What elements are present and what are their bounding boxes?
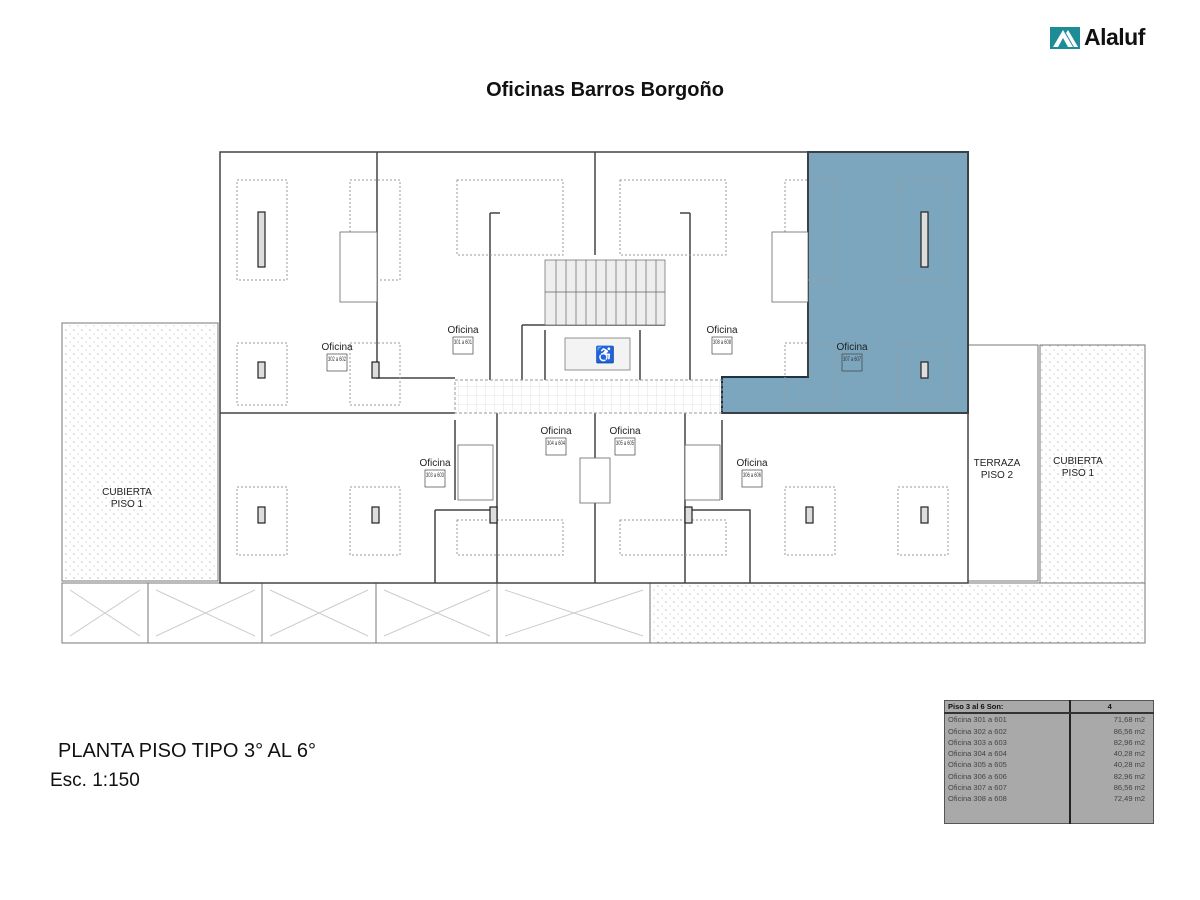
- spacer-cell: [945, 805, 1071, 824]
- row-value: 82,96 m2: [1069, 737, 1154, 749]
- accessibility-icon: ♿: [595, 345, 615, 364]
- office-code: 301 a 601: [454, 339, 472, 346]
- office-name: Oficina: [447, 325, 479, 336]
- logo-mark-icon: [1050, 26, 1080, 49]
- cubierta-right-area: [1039, 344, 1146, 584]
- cubierta-right-label: CUBIERTA: [1053, 456, 1103, 467]
- office-305-label[interactable]: Oficina 305 a 605: [609, 426, 641, 456]
- office-code: 302 a 602: [328, 356, 346, 363]
- header-label: Piso 3 al 6 Son:: [944, 700, 1071, 715]
- row-value: 72,49 m2: [1069, 793, 1154, 805]
- cubierta-left-label-2: PISO 1: [111, 499, 144, 510]
- office-307-label[interactable]: Oficina 307 a 607: [836, 342, 868, 372]
- area-table-row: Oficina 305 a 605 40,28 m2: [945, 759, 1154, 771]
- office-code: 305 a 605: [616, 440, 634, 447]
- office-code-box: [711, 336, 733, 355]
- brand-name: Alaluf: [1084, 24, 1145, 50]
- terraza-area: [967, 344, 1039, 582]
- office-302-label[interactable]: Oficina 302 a 602: [321, 342, 353, 372]
- corridor: [454, 379, 723, 414]
- row-value: 86,56 m2: [1069, 782, 1154, 794]
- row-label: Oficina 302 a 602: [948, 726, 1007, 736]
- bathrooms: [339, 231, 809, 504]
- office-name: Oficina: [836, 342, 868, 353]
- row-label: Oficina 303 a 603: [948, 737, 1007, 747]
- area-table-row: Oficina 307 a 607 86,56 m2: [945, 782, 1154, 794]
- office-307-highlight[interactable]: [721, 151, 969, 414]
- row-value: 71,68 m2: [1069, 713, 1154, 726]
- row-label: Oficina 304 a 604: [948, 749, 1007, 759]
- row-label: Oficina 305 a 605: [948, 760, 1007, 770]
- area-table-header: Piso 3 al 6 Son: 4: [944, 700, 1154, 715]
- office-code: 306 a 606: [743, 472, 761, 479]
- row-value: 40,28 m2: [1069, 759, 1154, 771]
- row-label: Oficina 306 a 606: [948, 771, 1007, 781]
- office-code: 307 a 607: [843, 356, 861, 363]
- plan-scale: Esc. 1:150: [50, 770, 140, 791]
- alaluf-logo: Alaluf: [1050, 24, 1145, 51]
- area-table-row: Oficina 301 a 601 71,68 m2: [945, 713, 1154, 726]
- row-label: Oficina 307 a 607: [948, 782, 1007, 792]
- office-code-box: [424, 469, 446, 488]
- row-value: 82,96 m2: [1069, 771, 1154, 783]
- header-value: 4: [1069, 700, 1154, 715]
- area-table-row: Oficina 302 a 602 86,56 m2: [945, 725, 1154, 738]
- office-308-label[interactable]: Oficina 308 a 608: [706, 325, 738, 355]
- terraza-label-2: PISO 2: [981, 470, 1014, 481]
- row-value: 86,56 m2: [1069, 725, 1154, 738]
- office-name: Oficina: [736, 458, 768, 469]
- area-table-row: Oficina 303 a 603 82,96 m2: [945, 737, 1154, 749]
- stair: [544, 259, 666, 371]
- office-code-box: [326, 353, 348, 372]
- spacer-cell: [1069, 804, 1154, 824]
- area-table-row: Oficina 304 a 604 40,28 m2: [945, 748, 1154, 760]
- page-title: Oficinas Barros Borgoño: [486, 79, 724, 101]
- row-label: Oficina 308 a 608: [948, 794, 1007, 804]
- office-code-box: [841, 353, 863, 372]
- office-code: 308 a 608: [713, 339, 731, 346]
- office-306-label[interactable]: Oficina 306 a 606: [736, 458, 768, 488]
- terraza-label: TERRAZA: [974, 458, 1021, 469]
- office-name: Oficina: [609, 426, 641, 437]
- cubierta-left-label: CUBIERTA: [102, 487, 152, 498]
- office-303-label[interactable]: Oficina 303 a 603: [419, 458, 451, 488]
- furniture-outlines: [236, 179, 949, 556]
- office-301-label[interactable]: Oficina 301 a 601: [447, 325, 479, 355]
- cubierta-left-area: [61, 322, 219, 582]
- office-name: Oficina: [706, 325, 738, 336]
- office-name: Oficina: [419, 458, 451, 469]
- office-code-box: [614, 437, 636, 456]
- office-name: Oficina: [540, 426, 572, 437]
- office-code-box: [741, 469, 763, 488]
- area-table-row: Oficina 308 a 608 72,49 m2: [945, 793, 1154, 805]
- walls: [220, 152, 968, 583]
- area-table-row: Oficina 306 a 606 82,96 m2: [945, 771, 1154, 783]
- building-outline: [219, 151, 969, 584]
- row-label: Oficina 301 a 601: [948, 715, 1007, 725]
- office-code-box: [452, 336, 474, 355]
- office-304-label[interactable]: Oficina 304 a 604: [540, 426, 572, 456]
- bottom-strip: [61, 582, 1146, 644]
- area-table: Piso 3 al 6 Son: 4 Oficina 301 a 601 71,6…: [944, 700, 1154, 824]
- office-code: 303 a 603: [426, 472, 444, 479]
- office-name: Oficina: [321, 342, 353, 353]
- office-code: 304 a 604: [547, 440, 565, 447]
- plan-name: PLANTA PISO TIPO 3° AL 6°: [58, 740, 316, 762]
- area-table-spacer: [945, 804, 1154, 824]
- row-value: 40,28 m2: [1069, 748, 1154, 760]
- office-code-box: [545, 437, 567, 456]
- cubierta-right-label-2: PISO 1: [1062, 468, 1095, 479]
- columns: [257, 211, 929, 524]
